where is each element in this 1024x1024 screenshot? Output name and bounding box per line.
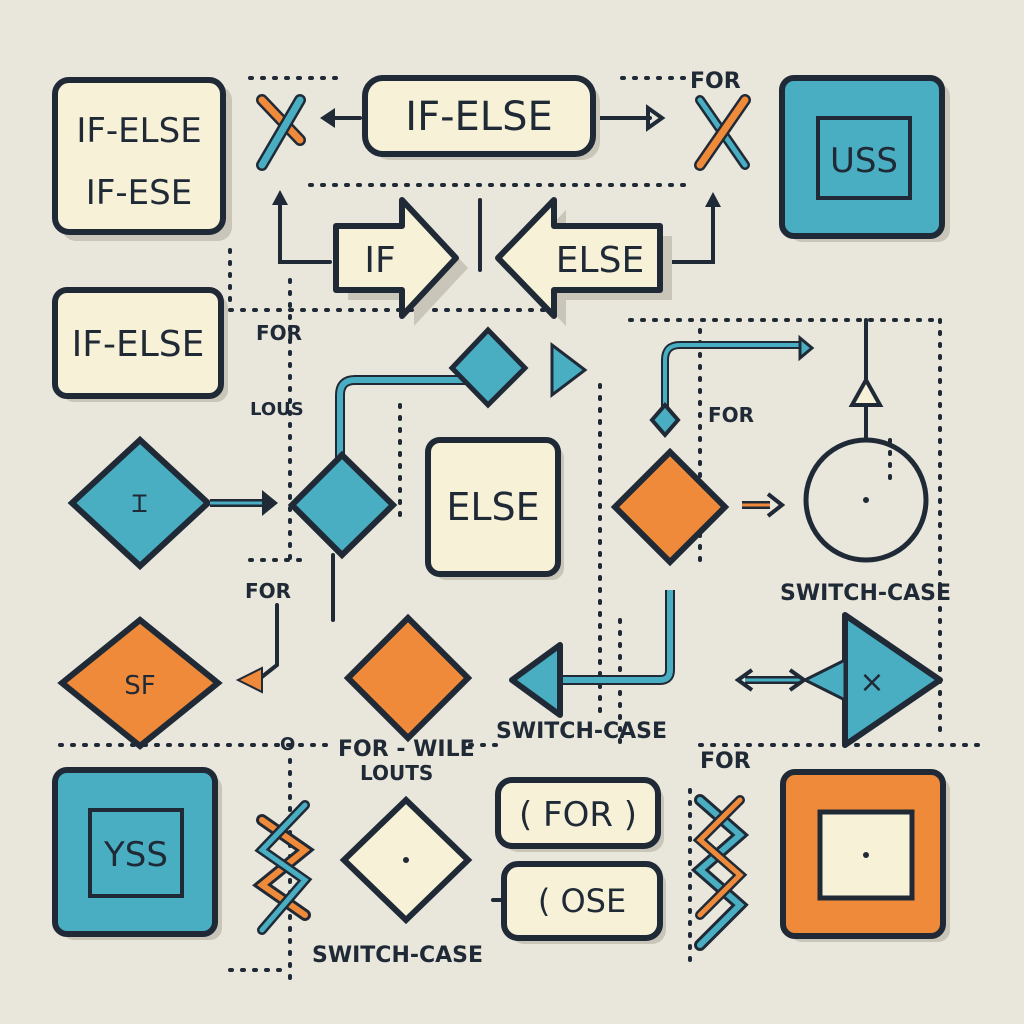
else-arrow-shape: ELSE (495, 197, 672, 326)
teal-diamond-left: Ꮖ (67, 435, 213, 571)
teal-triangle-right: × (801, 612, 943, 748)
label-for-lower-left: FOR (245, 579, 291, 603)
if-else-stack-line1: IF-ELSE (76, 111, 201, 151)
label-lous: LOUS (250, 399, 304, 420)
ose-label: ( OSE (538, 882, 626, 920)
yss-label: YSS (103, 835, 168, 875)
if-else-top-box: IF-ELSE (362, 75, 600, 160)
orange-diamond-center (343, 613, 473, 743)
if-else-left-box: IF-ELSE (52, 287, 228, 402)
arrowhead-up-2 (705, 192, 721, 207)
if-else-top-label: IF-ELSE (405, 94, 552, 140)
triangle-x-mark: × (859, 665, 884, 700)
ose-box: ( OSE (501, 861, 666, 944)
orange-square-box (780, 769, 950, 942)
cream-diamond-bottom (339, 795, 473, 925)
if-else-stack-line2: IF-ESE (86, 173, 192, 213)
small-teal-diamond (649, 401, 681, 439)
uss-box: USS (779, 75, 950, 242)
label-for-mid-right: FOR (708, 403, 754, 427)
orange-diamond-left-label: SF (124, 671, 155, 701)
teal-triangle-left (509, 642, 563, 718)
label-for-wile: FOR - WILE (338, 737, 475, 762)
else-center-box: ELSE (425, 437, 564, 580)
teal-diamond-center (287, 450, 398, 560)
label-louts: LOUTS (360, 761, 433, 785)
teal-diamond-left-label: Ꮖ (132, 490, 148, 518)
else-arrow-label: ELSE (556, 240, 644, 281)
arrow-orange-small (742, 492, 786, 518)
uss-label: USS (830, 141, 898, 181)
double-arrow-right (734, 668, 808, 692)
arrowhead-right-1 (646, 104, 666, 132)
orange-diamond-left: SF (57, 616, 223, 750)
arrow-right-left (210, 490, 278, 516)
if-arrow-label: IF (364, 240, 395, 281)
small-orange-arrow (235, 666, 263, 694)
up-arrowhead (848, 375, 884, 407)
crossed-arrows-icon (256, 94, 306, 171)
twisted-chain-left-icon (252, 800, 315, 935)
else-center-label: ELSE (446, 485, 539, 529)
label-switch-case-right: SWITCH-CASE (780, 581, 951, 606)
teal-diamond-top (448, 326, 529, 409)
twisted-chain-right-icon (690, 794, 750, 951)
arrowhead-top-right (798, 334, 815, 362)
label-for-top: FOR (690, 69, 741, 94)
label-o-mark: O (280, 734, 295, 755)
for-paren-label: ( FOR ) (519, 795, 637, 835)
arrowhead-up-1 (272, 190, 288, 205)
if-else-stack-box: IF-ELSE IF-ESE (52, 77, 232, 241)
if-arrow-shape: IF (333, 197, 468, 326)
label-switch-case-center: SWITCH-CASE (496, 719, 667, 744)
orange-diamond-right (610, 447, 730, 567)
arrowhead-left-1 (320, 108, 335, 128)
for-paren-box: ( FOR ) (495, 777, 664, 852)
circle-node (803, 437, 929, 563)
label-switch-case-bottom: SWITCH-CASE (312, 943, 483, 968)
teal-triangle-small (550, 341, 588, 399)
label-for-mid-left: FOR (256, 321, 302, 345)
teal-flow-line-right (560, 590, 675, 685)
yss-box: YSS (52, 767, 222, 940)
if-else-left-label: IF-ELSE (72, 324, 205, 365)
crossed-x-icon (694, 94, 751, 171)
label-for-lower-right: FOR (700, 749, 751, 774)
